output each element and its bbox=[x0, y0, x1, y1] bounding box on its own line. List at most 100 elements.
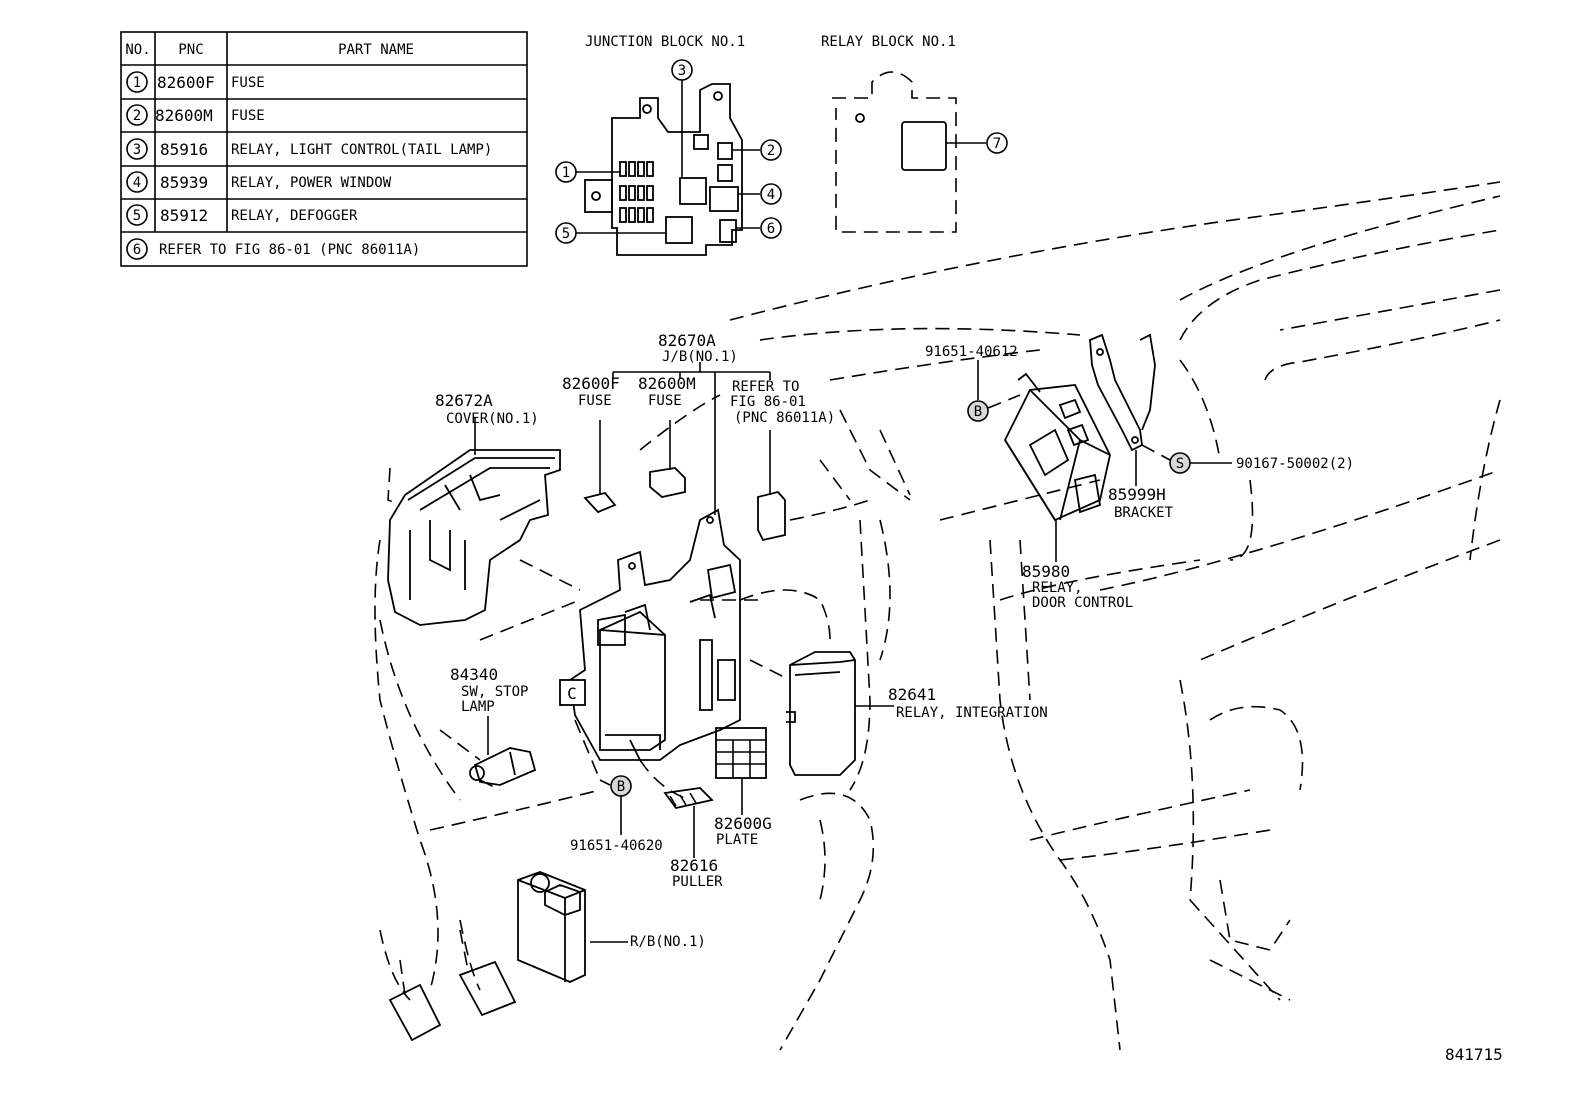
label-bracket-pnc: 85999H bbox=[1108, 485, 1166, 504]
relay-block-title: RELAY BLOCK NO.1 bbox=[821, 34, 956, 50]
callout-7 bbox=[986, 132, 1008, 154]
table-row: 2 82600M FUSE bbox=[126, 104, 265, 126]
label-door-name-1: RELAY, bbox=[1032, 580, 1083, 596]
label-plate-pnc: 82600G bbox=[714, 814, 772, 833]
row-no: 5 bbox=[133, 208, 141, 224]
parts-table: NO. PNC PART NAME 1 82600F FUSE 2 82600M… bbox=[120, 31, 528, 267]
junction-block-inset: JUNCTION BLOCK NO.1 3 1 2 4 bbox=[555, 34, 782, 256]
header-pnc: PNC bbox=[178, 42, 203, 58]
row-no: 6 bbox=[133, 242, 141, 258]
screw-s: S bbox=[1176, 456, 1184, 472]
junction-block-main: C bbox=[559, 508, 741, 761]
row-pnc: 85916 bbox=[160, 140, 208, 159]
label-bolt-bottom: 91651-40620 bbox=[570, 838, 663, 854]
label-cover-name: COVER(NO.1) bbox=[446, 411, 539, 427]
marker-c: C bbox=[567, 684, 577, 703]
label-refer-2: FIG 86-01 bbox=[730, 394, 806, 410]
label-fuse-m-name: FUSE bbox=[648, 393, 682, 409]
row-no: 1 bbox=[133, 75, 141, 91]
junction-block-title: JUNCTION BLOCK NO.1 bbox=[585, 34, 745, 50]
callout-1 bbox=[555, 161, 577, 183]
bolt-b-top: B bbox=[974, 404, 982, 420]
plate bbox=[715, 727, 767, 815]
label-puller-name: PULLER bbox=[672, 874, 723, 890]
row-no: 2 bbox=[133, 108, 141, 124]
callout-3 bbox=[671, 59, 693, 81]
door-control-relay bbox=[1003, 372, 1111, 562]
svg-text:5: 5 bbox=[562, 226, 570, 242]
label-stop-pnc: 84340 bbox=[450, 665, 498, 684]
row-name: RELAY, POWER WINDOW bbox=[231, 175, 392, 191]
table-row: 6 REFER TO FIG 86-01 (PNC 86011A) bbox=[126, 238, 420, 260]
label-bolt-top: 91651-40612 bbox=[925, 344, 1018, 360]
table-row: 3 85916 RELAY, LIGHT CONTROL(TAIL LAMP) bbox=[126, 138, 492, 160]
table-frame bbox=[120, 31, 528, 267]
callout-labels: 82670A J/B(NO.1) 82672A COVER(NO.1) 8260… bbox=[435, 331, 1503, 1064]
row-name: REFER TO FIG 86-01 (PNC 86011A) bbox=[159, 242, 420, 258]
callout-6 bbox=[760, 217, 782, 239]
label-refer-3: (PNC 86011A) bbox=[734, 410, 835, 426]
label-refer-1: REFER TO bbox=[732, 379, 799, 395]
table-row: 4 85939 RELAY, POWER WINDOW bbox=[126, 171, 392, 193]
bolt-b-bottom: B bbox=[617, 779, 625, 795]
label-stop-name-2: LAMP bbox=[461, 699, 495, 715]
callout-2 bbox=[760, 139, 782, 161]
bolt-marker-bottom: B bbox=[599, 775, 632, 835]
fuse-82600f bbox=[583, 420, 617, 514]
label-cover-pnc: 82672A bbox=[435, 391, 493, 410]
label-door-pnc: 85980 bbox=[1022, 562, 1070, 581]
jb-leader bbox=[612, 362, 771, 515]
label-door-name-2: DOOR CONTROL bbox=[1032, 595, 1133, 611]
screw-marker: S bbox=[1141, 444, 1232, 474]
label-fuse-f-pnc: 82600F bbox=[562, 374, 620, 393]
row-no: 4 bbox=[133, 175, 141, 191]
cover-no1 bbox=[387, 418, 561, 626]
jb-fuse-array bbox=[619, 161, 654, 223]
label-integ-name: RELAY, INTEGRATION bbox=[896, 705, 1048, 721]
row-name: RELAY, DEFOGGER bbox=[231, 208, 358, 224]
row-pnc: 82600M bbox=[155, 106, 213, 125]
stop-lamp-switch bbox=[469, 716, 537, 786]
callout-5 bbox=[555, 222, 577, 244]
svg-text:1: 1 bbox=[562, 165, 570, 181]
bracket bbox=[1089, 333, 1156, 486]
table-row: 1 82600F FUSE bbox=[126, 71, 265, 93]
relay-block-inset: RELAY BLOCK NO.1 7 bbox=[821, 34, 1008, 233]
label-bracket-name: BRACKET bbox=[1114, 505, 1174, 521]
row-pnc: 85912 bbox=[160, 206, 208, 225]
row-pnc: 85939 bbox=[160, 173, 208, 192]
label-jb-pnc: 82670A bbox=[658, 331, 716, 350]
label-jb-name: J/B(NO.1) bbox=[662, 349, 738, 365]
bolt-marker-top: B bbox=[967, 360, 1021, 422]
relay-block-main bbox=[517, 871, 628, 983]
pedals bbox=[388, 929, 517, 1042]
svg-text:4: 4 bbox=[767, 187, 775, 203]
header-part-name: PART NAME bbox=[338, 42, 414, 58]
label-integ-pnc: 82641 bbox=[888, 685, 936, 704]
dashboard-outline bbox=[374, 181, 1501, 1051]
label-plate-name: PLATE bbox=[716, 832, 758, 848]
callout-4 bbox=[760, 183, 782, 205]
svg-text:2: 2 bbox=[767, 143, 775, 159]
row-no: 3 bbox=[133, 142, 141, 158]
row-name: RELAY, LIGHT CONTROL(TAIL LAMP) bbox=[231, 142, 492, 158]
label-puller-pnc: 82616 bbox=[670, 856, 718, 875]
label-fuse-m-pnc: 82600M bbox=[638, 374, 696, 393]
label-stop-name-1: SW, STOP bbox=[461, 684, 528, 700]
label-screw: 90167-50002(2) bbox=[1236, 456, 1354, 472]
table-row: 5 85912 RELAY, DEFOGGER bbox=[126, 204, 358, 226]
svg-text:6: 6 bbox=[767, 221, 775, 237]
header-no: NO. bbox=[125, 42, 150, 58]
row-pnc: 82600F bbox=[157, 73, 215, 92]
puller bbox=[663, 787, 714, 858]
svg-text:7: 7 bbox=[993, 136, 1001, 152]
label-fuse-f-name: FUSE bbox=[578, 393, 612, 409]
refer-relay bbox=[757, 430, 786, 542]
figure-number: 841715 bbox=[1445, 1045, 1503, 1064]
row-name: FUSE bbox=[231, 75, 265, 91]
relay-integration bbox=[786, 651, 894, 776]
row-name: FUSE bbox=[231, 108, 265, 124]
label-rb-name: R/B(NO.1) bbox=[630, 934, 706, 950]
fuse-82600m bbox=[649, 420, 686, 498]
